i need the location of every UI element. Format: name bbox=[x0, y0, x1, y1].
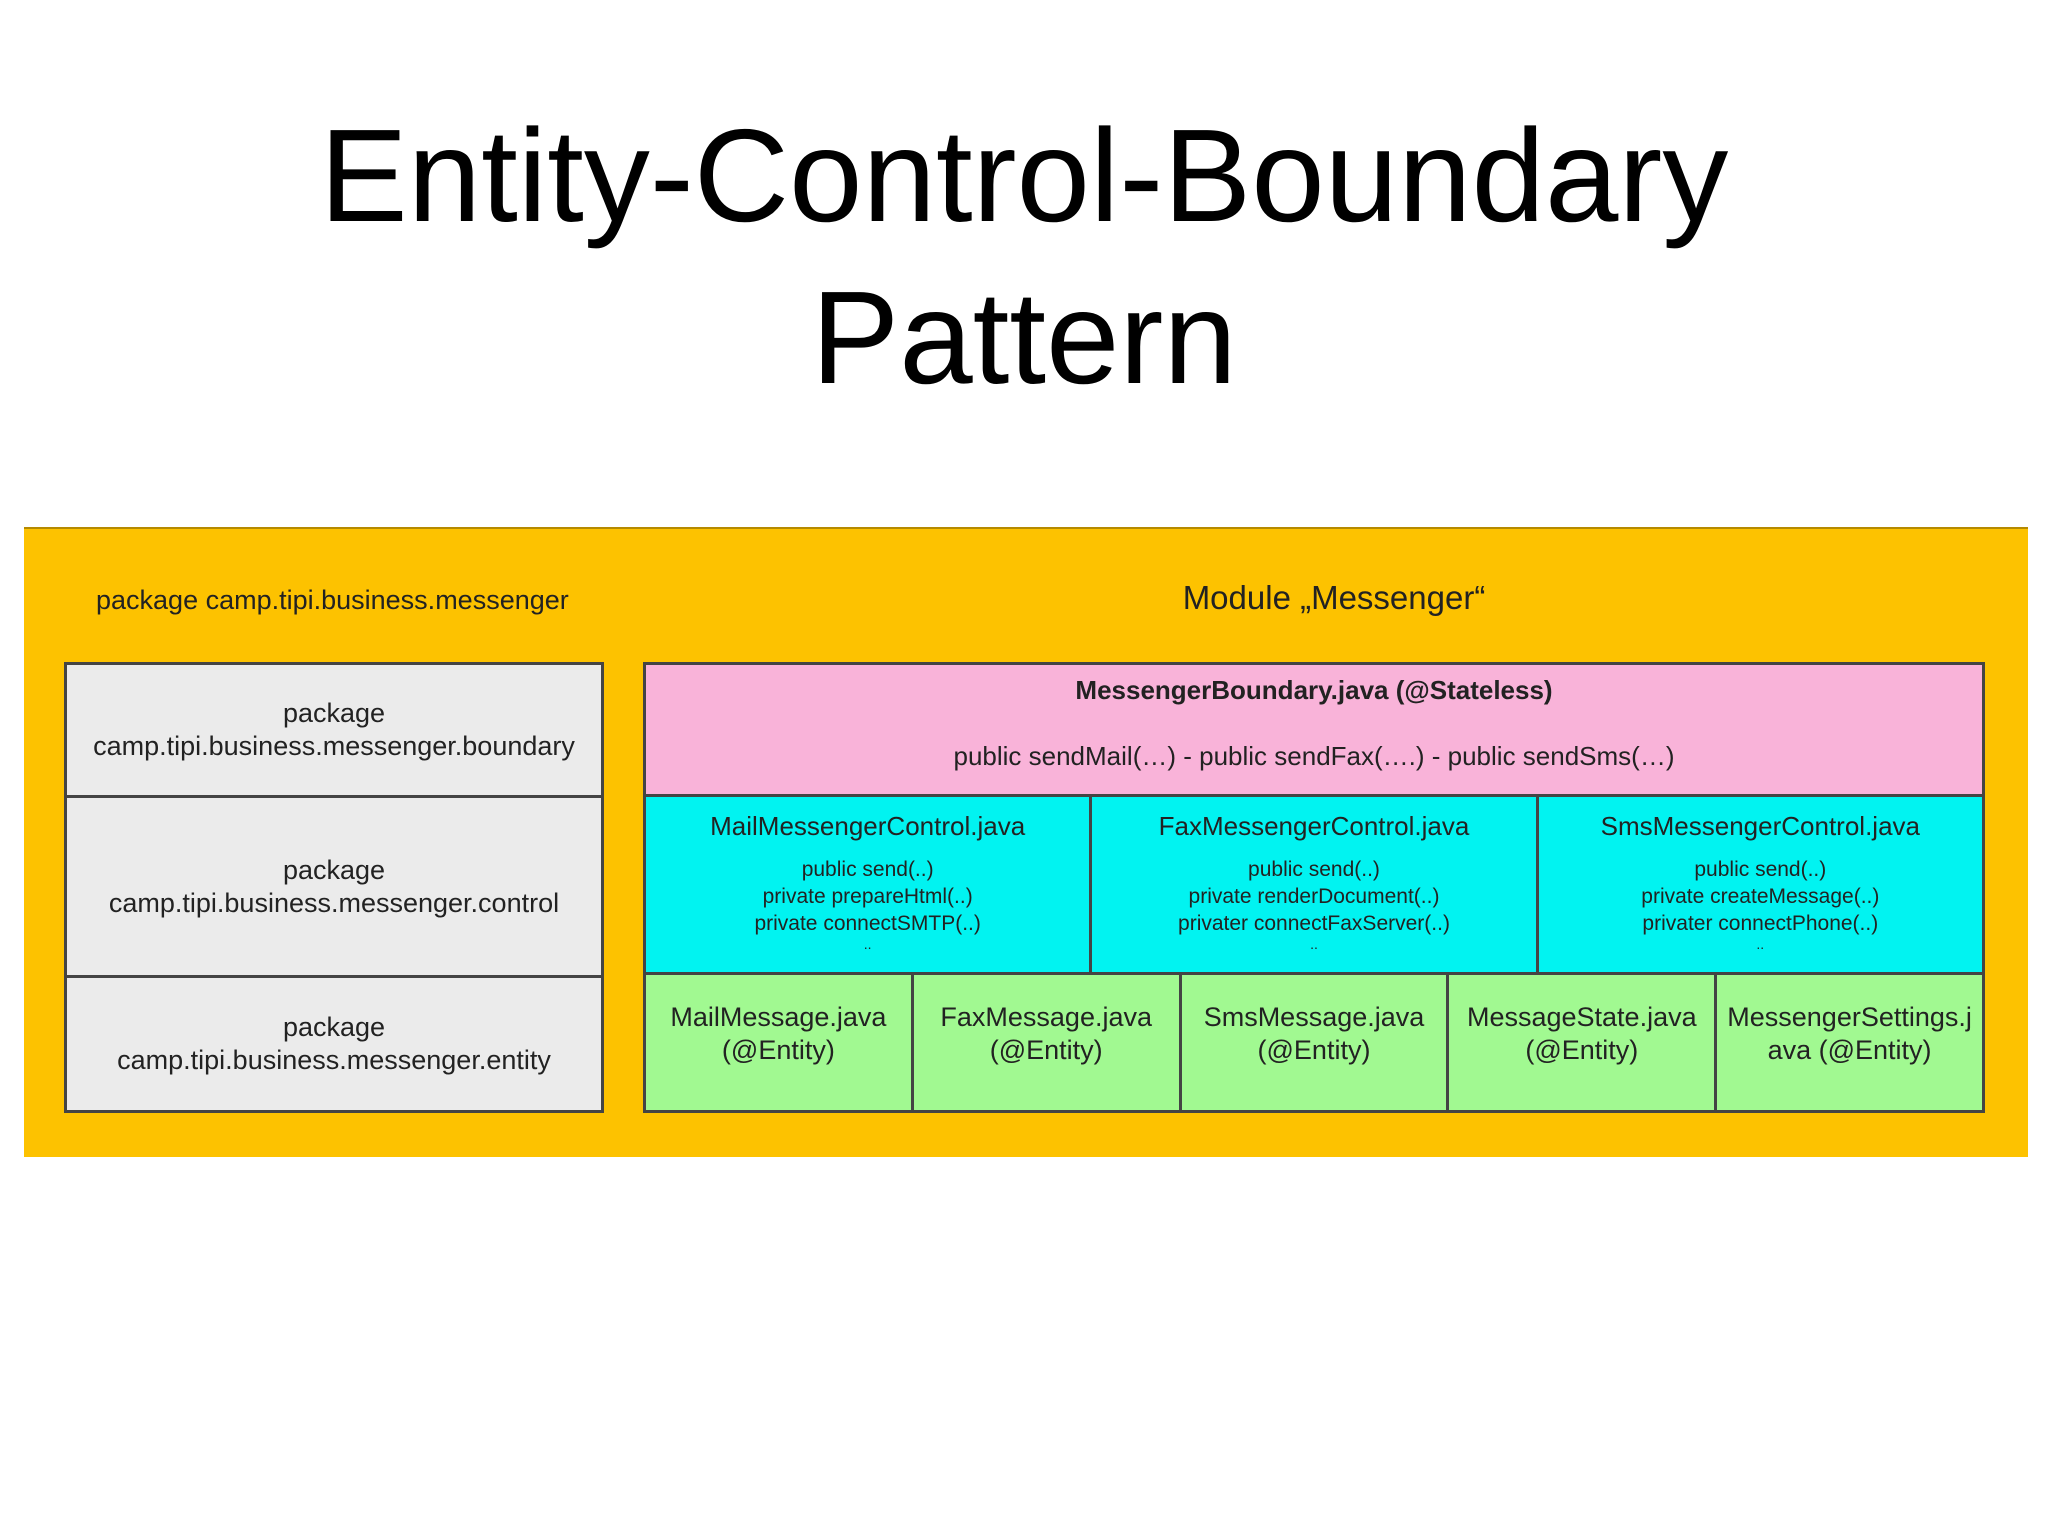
control-mail: MailMessengerControl.java public send(..… bbox=[646, 797, 1093, 975]
entity-message-state: MessageState.java(@Entity) bbox=[1449, 975, 1718, 1110]
package-label: package bbox=[282, 698, 386, 728]
entity-name: MessengerSettings.j bbox=[1727, 1001, 1972, 1032]
method: public send(..) bbox=[1694, 858, 1827, 881]
control-methods: public send(..) private prepareHtml(..) … bbox=[646, 856, 1089, 951]
control-layer: MailMessengerControl.java public send(..… bbox=[646, 797, 1982, 975]
module-messenger: MessengerBoundary.java (@Stateless) publ… bbox=[643, 662, 1985, 1113]
method: private renderDocument(..) bbox=[1188, 885, 1440, 908]
method: private createMessage(..) bbox=[1641, 885, 1880, 908]
entity-name: SmsMessage.java bbox=[1203, 1001, 1425, 1032]
entity-mail-message: MailMessage.java(@Entity) bbox=[646, 975, 914, 1110]
control-fax: FaxMessengerControl.java public send(..)… bbox=[1092, 797, 1539, 975]
ellipsis: .. bbox=[1310, 936, 1318, 952]
package-caption: package camp.tipi.business.messenger bbox=[96, 585, 569, 615]
module-caption: Module „Messenger“ bbox=[1182, 579, 1486, 616]
package-label: package bbox=[282, 1012, 386, 1042]
entity-annotation: (@Entity) bbox=[721, 1034, 835, 1065]
method: public send(..) bbox=[801, 858, 934, 881]
control-methods: public send(..) private createMessage(..… bbox=[1539, 856, 1982, 951]
control-title: SmsMessengerControl.java bbox=[1600, 811, 1920, 841]
ellipsis: .. bbox=[863, 936, 872, 952]
entity-annotation: (@Entity) bbox=[1257, 1034, 1371, 1065]
entity-annotation: (@Entity) bbox=[1525, 1034, 1639, 1065]
package-name: camp.tipi.business.messenger.control bbox=[108, 887, 560, 918]
package-label: package bbox=[282, 854, 386, 885]
title-line-1: Entity-Control-Boundary bbox=[319, 102, 1729, 249]
package-entity: package camp.tipi.business.messenger.ent… bbox=[67, 975, 601, 1110]
boundary-methods: public sendMail(…) - public sendFax(….) … bbox=[953, 741, 1675, 771]
entity-name: MessageState.java bbox=[1466, 1001, 1697, 1032]
ellipsis: .. bbox=[1756, 936, 1765, 952]
entity-name: MailMessage.java bbox=[670, 1001, 887, 1032]
control-methods: public send(..) private renderDocument(.… bbox=[1092, 856, 1535, 951]
package-stack: package camp.tipi.business.messenger.bou… bbox=[64, 662, 604, 1113]
entity-annotation: ava (@Entity) bbox=[1767, 1034, 1932, 1065]
package-name: camp.tipi.business.messenger.entity bbox=[117, 1045, 551, 1075]
entity-sms-message: SmsMessage.java(@Entity) bbox=[1181, 975, 1450, 1110]
method: private prepareHtml(..) bbox=[762, 885, 973, 908]
entity-layer: MailMessage.java(@Entity) FaxMessage.jav… bbox=[646, 975, 1982, 1110]
entity-fax-message: FaxMessage.java(@Entity) bbox=[913, 975, 1182, 1110]
method: public send(..) bbox=[1248, 858, 1380, 881]
method: privater connectFaxServer(..) bbox=[1178, 912, 1450, 935]
entity-name: FaxMessage.java bbox=[940, 1001, 1152, 1032]
entity-annotation: (@Entity) bbox=[989, 1034, 1103, 1065]
boundary-title: MessengerBoundary.java (@Stateless) bbox=[1075, 675, 1553, 705]
control-title: FaxMessengerControl.java bbox=[1158, 811, 1470, 841]
method: private connectSMTP(..) bbox=[754, 912, 981, 935]
title-line-2: Pattern bbox=[811, 264, 1237, 411]
control-title: MailMessengerControl.java bbox=[710, 811, 1026, 841]
method: privater connectPhone(..) bbox=[1642, 912, 1879, 935]
package-name: camp.tipi.business.messenger.boundary bbox=[93, 731, 575, 761]
ecb-diagram: package camp.tipi.business.messenger Mod… bbox=[24, 527, 2028, 1157]
boundary-layer: MessengerBoundary.java (@Stateless) publ… bbox=[646, 665, 1982, 797]
control-sms: SmsMessengerControl.java public send(..)… bbox=[1538, 797, 1982, 975]
package-control: package camp.tipi.business.messenger.con… bbox=[67, 795, 601, 975]
slide-title: Entity-Control-Boundary Pattern bbox=[0, 95, 2048, 419]
package-boundary: package camp.tipi.business.messenger.bou… bbox=[67, 665, 601, 795]
